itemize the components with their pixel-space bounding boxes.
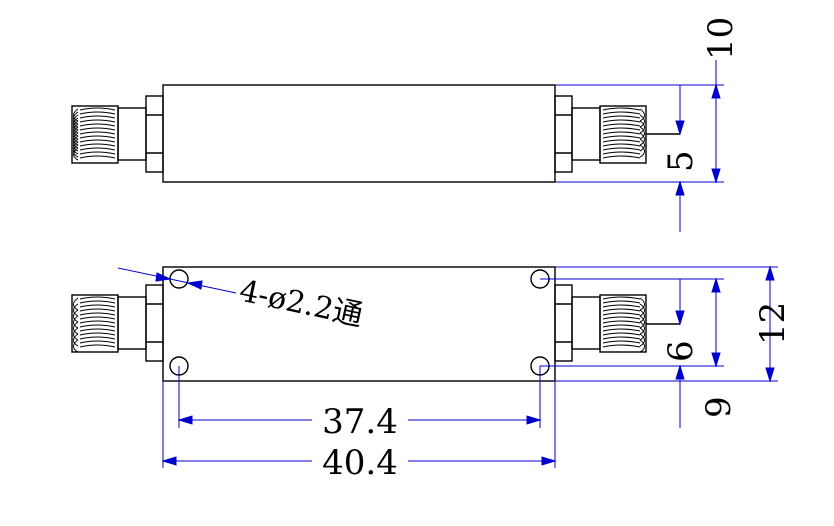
top-view-body [162, 84, 556, 183]
mounting-hole-top-left [169, 269, 189, 289]
bottom-view-dimensions [117, 265, 778, 468]
bottom-view-right-nut [554, 284, 573, 362]
top-view-connector-offset-label: 5 [661, 150, 701, 172]
body-length-label: 40.4 [322, 443, 398, 483]
bottom-view-left-nut [145, 284, 164, 362]
top-view-left-threads [73, 108, 79, 161]
top-view-right-collar [571, 107, 601, 161]
top-view-right-nut [554, 95, 573, 173]
top-view-left-collar [117, 107, 147, 161]
bottom-view-hole-spacing-label: 9 [699, 396, 739, 418]
top-view-left-connector [71, 105, 119, 164]
bottom-view-right-connector [599, 294, 680, 353]
top-view-right-connector [599, 105, 680, 164]
top-view-dimensions [555, 60, 724, 232]
hole-pitch-label-bg [312, 402, 408, 436]
top-view [71, 84, 680, 183]
bottom-view-left-connector [71, 294, 119, 353]
body-length-label-bg [312, 443, 408, 477]
bottom-view-right-collar [571, 296, 601, 350]
bottom-view [71, 266, 680, 382]
top-view-height-label: 10 [701, 17, 741, 60]
hole-pitch-label: 37.4 [322, 402, 398, 442]
bottom-view-connector-offset-label: 6 [661, 340, 701, 362]
bottom-view-left-collar [117, 296, 147, 350]
bottom-view-height-label: 12 [753, 302, 793, 345]
hole-callout-note: 4-ø2.2通 [236, 274, 366, 334]
top-view-left-nut [145, 95, 164, 173]
